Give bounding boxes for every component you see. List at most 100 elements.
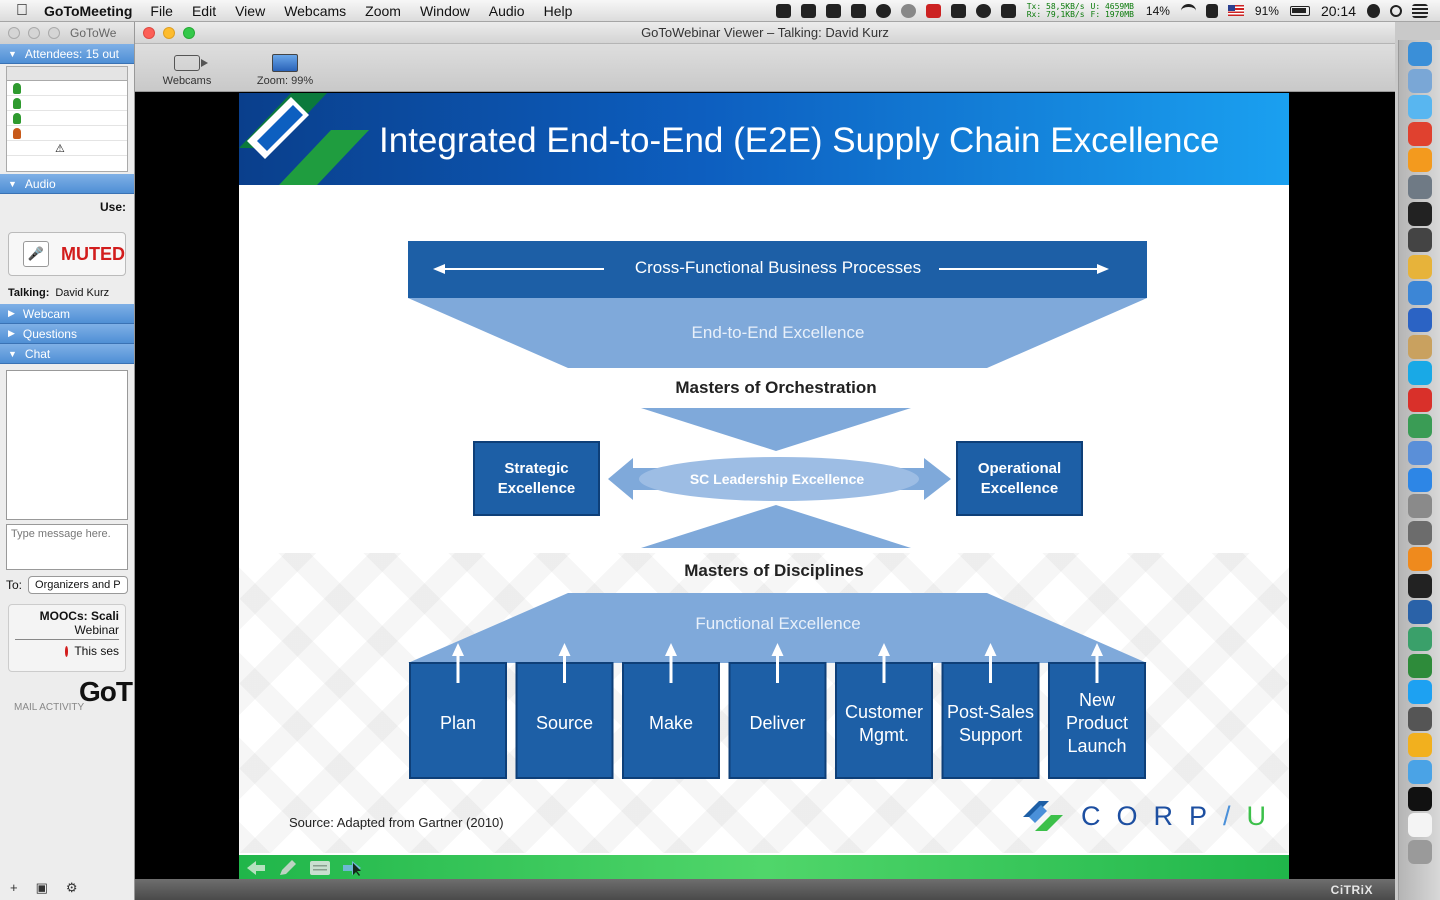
chat-log[interactable]	[6, 370, 128, 520]
list-item[interactable]	[7, 81, 127, 96]
apple-menu-icon[interactable]: 	[0, 2, 44, 20]
activity-icon[interactable]	[1407, 627, 1432, 652]
trash-icon[interactable]	[1407, 839, 1432, 864]
bell-icon[interactable]	[775, 3, 791, 18]
wrench-icon[interactable]	[950, 3, 966, 18]
talking-name: David Kurz	[55, 287, 110, 299]
wifi-icon[interactable]	[1180, 3, 1196, 18]
list-item[interactable]	[7, 96, 127, 111]
clock[interactable]: 20:14	[1320, 2, 1356, 19]
firefox-icon[interactable]	[1407, 148, 1432, 173]
excel-icon[interactable]	[1407, 653, 1432, 678]
list-icon[interactable]	[1412, 3, 1428, 18]
app-icon[interactable]	[800, 3, 816, 18]
close-button[interactable]	[143, 26, 155, 39]
kindle-icon[interactable]	[1407, 573, 1432, 598]
menu-help[interactable]: Help	[543, 2, 573, 19]
vlc-icon[interactable]	[1407, 547, 1432, 572]
finder-icon[interactable]	[1407, 42, 1432, 66]
menu-icon[interactable]	[309, 859, 331, 877]
attendees-section-header[interactable]: ▼ Attendees: 15 out	[0, 44, 134, 64]
user-icon[interactable]	[1367, 3, 1380, 18]
up-arrow-head-icon	[1091, 643, 1103, 656]
app-name-menu[interactable]: GoToMeeting	[44, 2, 133, 19]
network-icon[interactable]	[850, 3, 866, 18]
word-icon[interactable]	[1407, 307, 1432, 332]
microphone-toggle-icon[interactable]: 🎤	[23, 241, 49, 267]
twitter-icon[interactable]	[1407, 680, 1432, 705]
flag-icon[interactable]	[1227, 5, 1244, 16]
photos-icon[interactable]	[1407, 414, 1432, 439]
volume-icon[interactable]	[1205, 3, 1218, 18]
terminal-icon[interactable]	[1407, 786, 1432, 811]
preview-icon[interactable]	[1407, 68, 1432, 93]
flower-icon[interactable]	[1407, 733, 1432, 758]
zoom-button[interactable]	[48, 27, 60, 39]
tor-icon[interactable]	[1407, 600, 1432, 625]
itunes-icon[interactable]	[1407, 440, 1432, 465]
control-panel-titlebar[interactable]: GoToWe	[0, 22, 134, 44]
strategic-box	[473, 441, 600, 516]
webcam-section-header[interactable]: ▶ Webcam	[0, 304, 134, 324]
menu-view[interactable]: View	[235, 2, 266, 19]
face-icon[interactable]	[975, 3, 991, 18]
document-icon[interactable]	[1407, 813, 1432, 838]
audio-section-header[interactable]: ▼ Audio	[0, 174, 134, 194]
menu-file[interactable]: File	[150, 2, 173, 19]
acrobat-icon[interactable]	[1407, 387, 1432, 412]
viewer-titlebar[interactable]: GoToWebinar Viewer – Talking: David Kurz	[135, 22, 1395, 44]
chat-message-input[interactable]: Type message here.	[6, 524, 128, 570]
chrome-icon[interactable]	[1407, 121, 1432, 146]
settings-icon[interactable]	[1407, 494, 1432, 519]
zoom-button[interactable]: Zoom: 99%	[255, 54, 315, 87]
webcams-button[interactable]: Webcams	[157, 55, 217, 87]
display-icon[interactable]	[1000, 3, 1016, 18]
slide-title: Integrated End-to-End (E2E) Supply Chain…	[379, 121, 1220, 160]
list-item[interactable]	[7, 126, 127, 141]
magnet-icon[interactable]	[1407, 228, 1432, 253]
messages-icon[interactable]	[1407, 95, 1432, 120]
menu-audio[interactable]: Audio	[488, 2, 525, 19]
clock-icon[interactable]	[1407, 174, 1432, 199]
menu-edit[interactable]: Edit	[191, 2, 217, 19]
minimize-button[interactable]	[163, 26, 175, 39]
skype-icon[interactable]	[1407, 361, 1432, 386]
dropbox-icon[interactable]	[825, 3, 841, 18]
microphone-icon	[13, 112, 21, 124]
yinyang-icon[interactable]	[1407, 201, 1432, 226]
menu-webcams[interactable]: Webcams	[284, 2, 347, 19]
back-arrow-icon[interactable]	[245, 859, 267, 877]
webcam-icon	[174, 55, 208, 71]
minimize-button[interactable]	[28, 27, 40, 39]
battery-icon[interactable]	[1289, 5, 1310, 16]
close-button[interactable]	[8, 27, 20, 39]
list-item[interactable]	[7, 111, 127, 126]
cloud-icon[interactable]	[900, 3, 916, 18]
attendees-list[interactable]: ⚠	[6, 66, 128, 172]
chat-section-header[interactable]: ▼ Chat	[0, 344, 134, 364]
recipient-select[interactable]: Organizers and P	[28, 576, 128, 594]
rocket-icon[interactable]	[1407, 520, 1432, 545]
appstore-icon[interactable]	[1407, 467, 1432, 492]
dropdown-icon[interactable]: ▣	[35, 880, 48, 895]
battery-percent[interactable]: 91%	[1254, 3, 1279, 18]
pen-icon[interactable]	[277, 859, 299, 877]
forward-arrow-icon[interactable]	[341, 859, 363, 877]
finder2-icon[interactable]	[1407, 760, 1432, 785]
menu-window[interactable]: Window	[419, 2, 470, 19]
notes-icon[interactable]	[1407, 334, 1432, 359]
bbedit-icon[interactable]	[1407, 254, 1432, 279]
calendar-icon[interactable]	[925, 3, 941, 18]
questions-section-header[interactable]: ▶ Questions	[0, 324, 134, 344]
menu-zoom[interactable]: Zoom	[365, 2, 401, 19]
add-icon[interactable]: +	[10, 880, 18, 895]
spotlight-icon[interactable]	[1390, 4, 1402, 17]
zoom-button[interactable]	[183, 26, 195, 39]
sync-icon[interactable]	[875, 3, 891, 18]
list-item[interactable]: ⚠	[7, 141, 127, 156]
tools-icon[interactable]	[1407, 706, 1432, 731]
safari-icon[interactable]	[1407, 281, 1432, 306]
gear-icon[interactable]: ⚙	[65, 880, 78, 895]
cpu-usage[interactable]: 14%	[1145, 3, 1170, 18]
